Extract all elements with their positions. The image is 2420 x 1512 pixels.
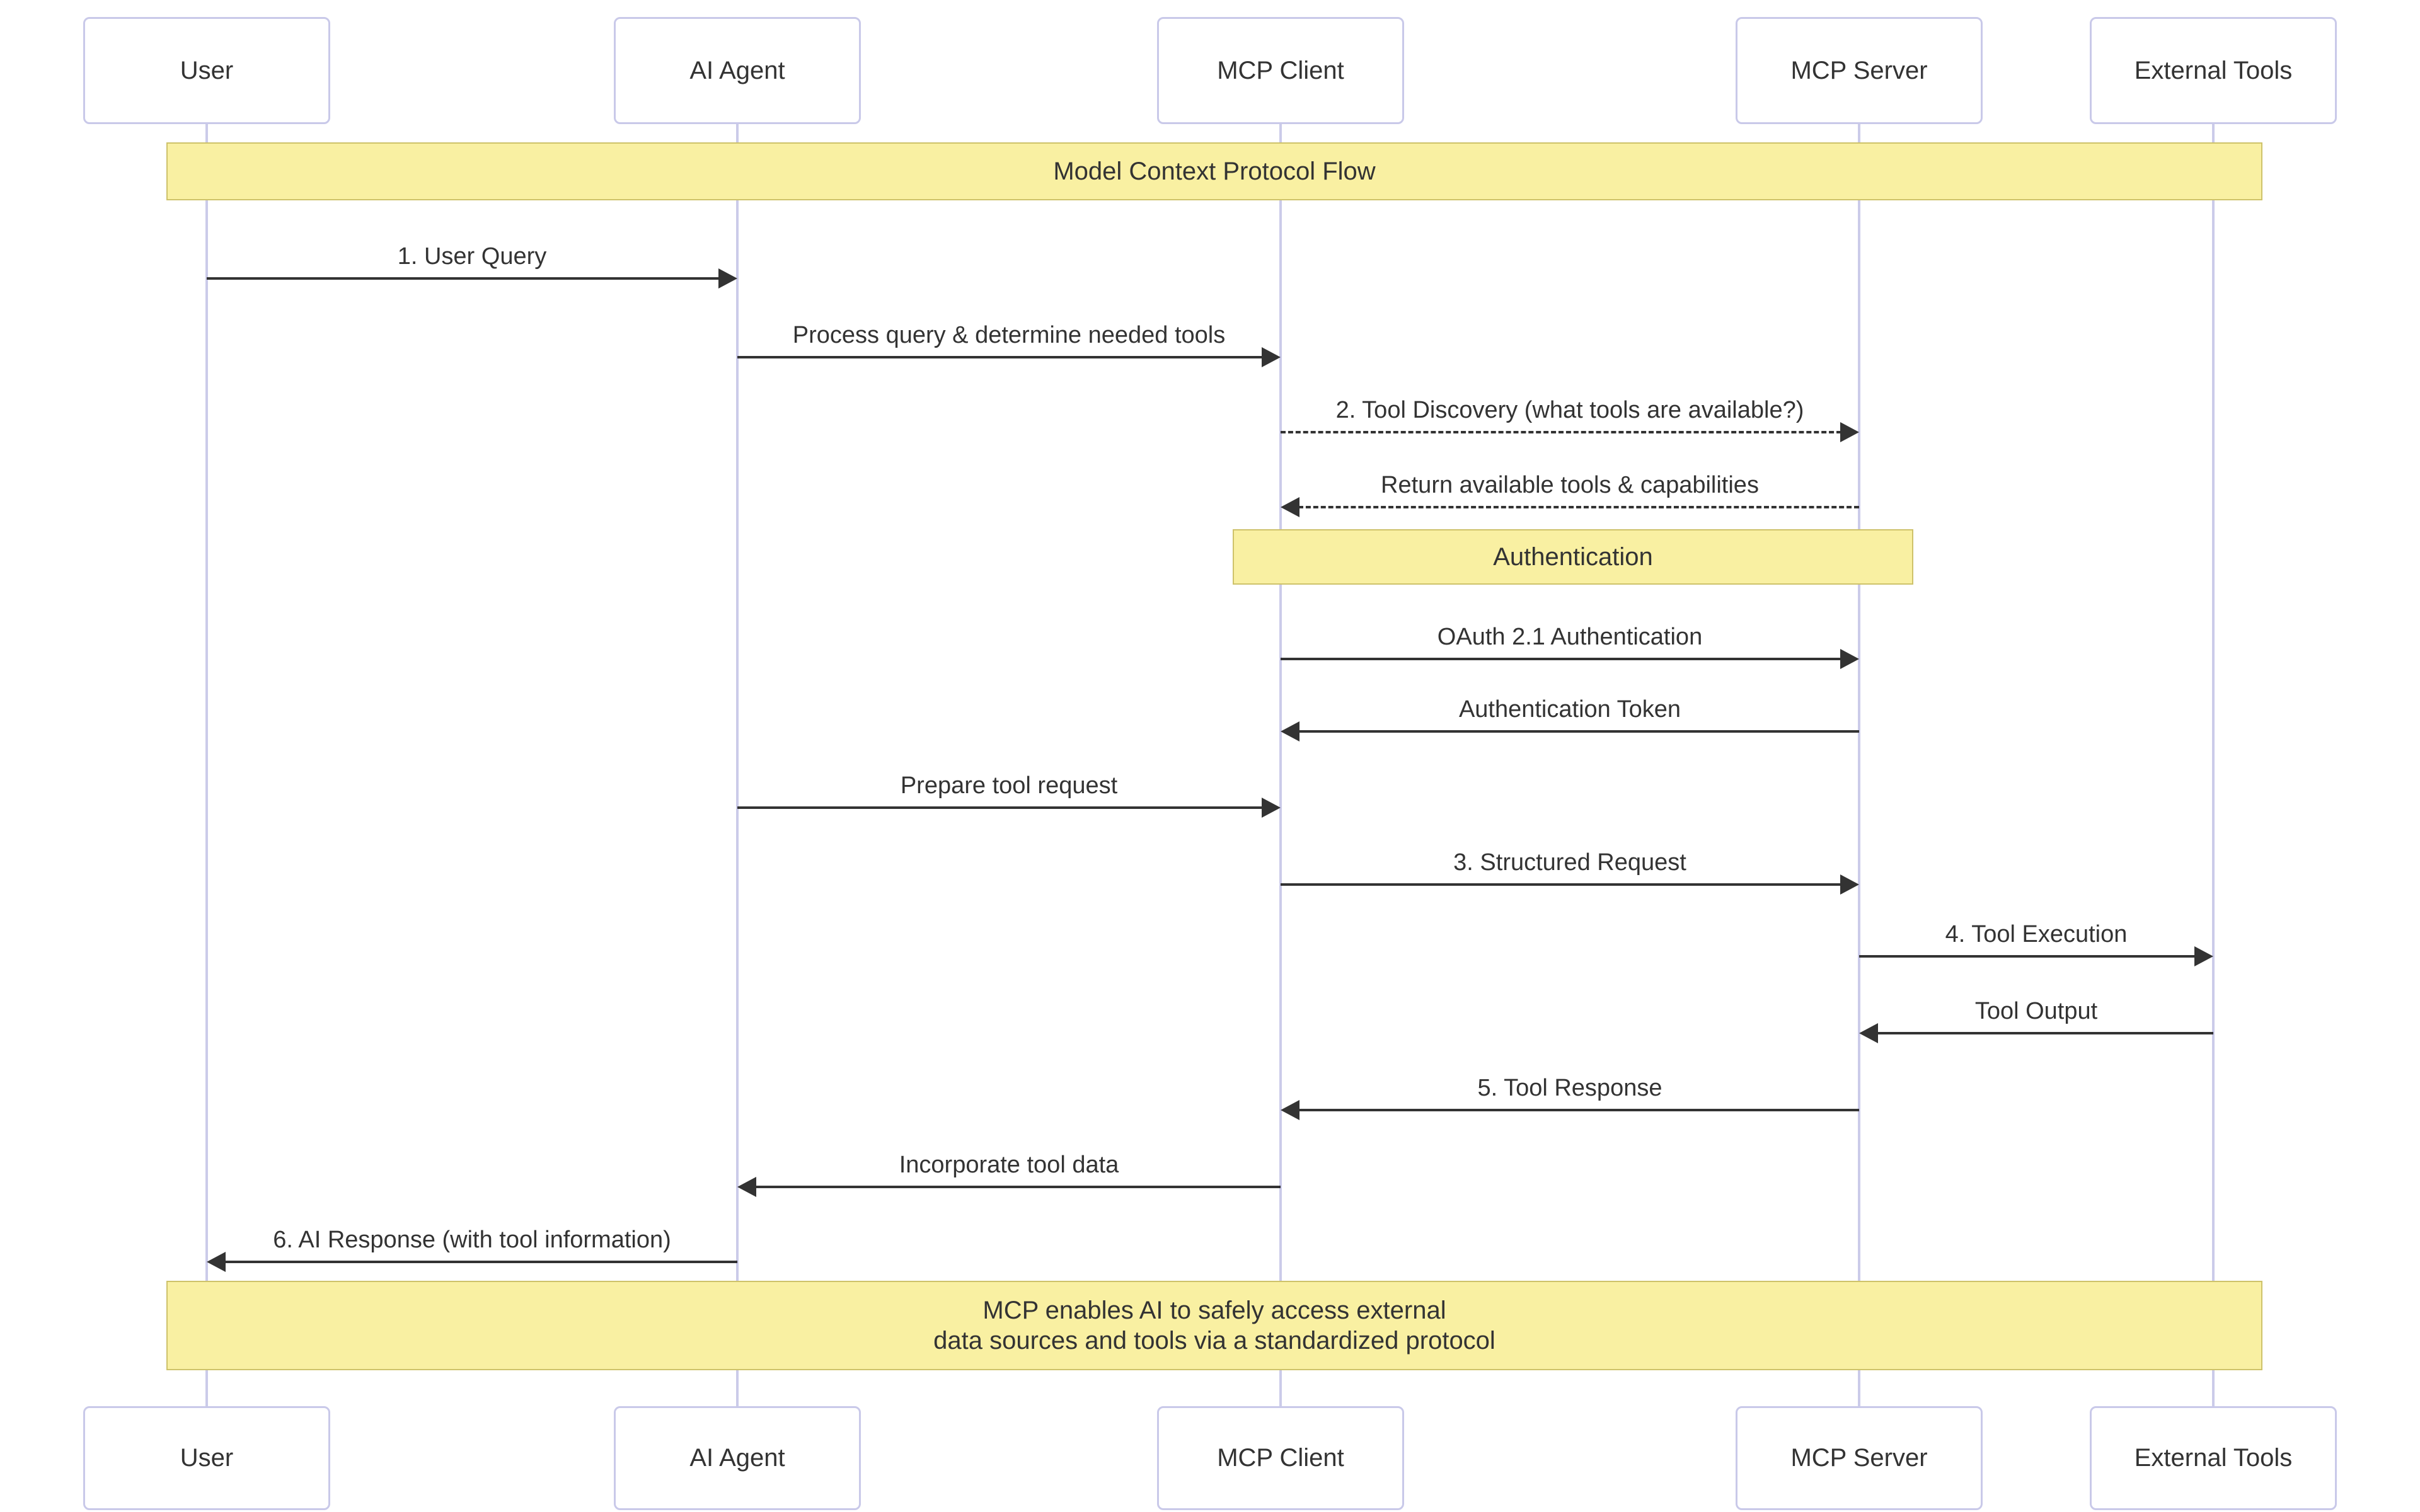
actor-label: External Tools <box>2134 1444 2293 1472</box>
note-text-line: Authentication <box>1493 543 1653 571</box>
message-line <box>1298 1109 1859 1111</box>
actor-label: MCP Server <box>1790 56 1928 84</box>
actor-label: AI Agent <box>689 1444 785 1472</box>
message-line <box>1298 730 1859 733</box>
message-line <box>1298 506 1859 508</box>
note-title: Model Context Protocol Flow <box>166 142 2262 200</box>
message-line <box>737 356 1263 358</box>
note-text-line: data sources and tools via a standardize… <box>933 1327 1495 1354</box>
message-label: Authentication Token <box>1458 696 1681 723</box>
message-label: 4. Tool Execution <box>1945 921 2128 948</box>
message-line <box>737 806 1263 809</box>
message-label: OAuth 2.1 Authentication <box>1437 624 1703 650</box>
message-arrowhead <box>1281 721 1299 742</box>
message-line <box>1281 658 1841 660</box>
message-label: 3. Structured Request <box>1453 849 1686 876</box>
message-line <box>224 1261 737 1263</box>
message-line <box>1281 883 1841 886</box>
lifeline-user <box>205 124 208 1406</box>
note-authentication: Authentication <box>1233 529 1913 585</box>
message-label: 1. User Query <box>397 243 547 270</box>
actor-label: MCP Client <box>1217 1444 1344 1472</box>
actor-top-box-user: User <box>83 17 330 124</box>
message-arrowhead <box>1859 1023 1878 1043</box>
message-arrowhead <box>1262 347 1281 367</box>
actor-bottom-box-ai_agent: AI Agent <box>614 1406 861 1510</box>
message-arrowhead <box>737 1177 756 1197</box>
message-label: 5. Tool Response <box>1477 1075 1662 1101</box>
actor-label: External Tools <box>2134 56 2293 84</box>
message-label: Prepare tool request <box>900 772 1118 799</box>
actor-top-box-mcp_client: MCP Client <box>1157 17 1404 124</box>
note-text-line: Model Context Protocol Flow <box>1053 158 1376 185</box>
message-line <box>1281 431 1841 433</box>
actor-top-box-mcp_server: MCP Server <box>1736 17 1983 124</box>
message-arrowhead <box>1262 798 1281 818</box>
note-text-line: MCP enables AI to safely access external <box>982 1297 1446 1324</box>
actor-bottom-box-mcp_client: MCP Client <box>1157 1406 1404 1510</box>
message-line <box>755 1186 1281 1188</box>
actor-label: User <box>180 56 234 84</box>
actor-label: MCP Server <box>1790 1444 1928 1472</box>
lifeline-external_tools <box>2212 124 2215 1406</box>
message-arrowhead <box>718 268 737 289</box>
lifeline-mcp_server <box>1858 124 1860 1406</box>
message-label: 6. AI Response (with tool information) <box>273 1227 671 1253</box>
message-label: 2. Tool Discovery (what tools are availa… <box>1335 397 1804 423</box>
message-arrowhead <box>1281 1100 1299 1120</box>
actor-bottom-box-external_tools: External Tools <box>2090 1406 2337 1510</box>
actor-top-box-external_tools: External Tools <box>2090 17 2337 124</box>
message-label: Return available tools & capabilities <box>1381 472 1759 498</box>
message-arrowhead <box>2194 946 2213 966</box>
message-label: Tool Output <box>1974 998 2098 1024</box>
actor-bottom-box-user: User <box>83 1406 330 1510</box>
actor-bottom-box-mcp_server: MCP Server <box>1736 1406 1983 1510</box>
message-line <box>207 277 720 280</box>
message-arrowhead <box>1840 422 1859 442</box>
message-label: Process query & determine needed tools <box>792 322 1226 348</box>
lifeline-ai_agent <box>736 124 739 1406</box>
actor-label: User <box>180 1444 234 1472</box>
note-footer: MCP enables AI to safely access external… <box>166 1281 2262 1370</box>
message-line <box>1877 1032 2213 1034</box>
lifeline-mcp_client <box>1279 124 1282 1406</box>
message-arrowhead <box>1840 649 1859 669</box>
actor-label: AI Agent <box>689 56 785 84</box>
message-arrowhead <box>207 1252 226 1272</box>
actor-top-box-ai_agent: AI Agent <box>614 17 861 124</box>
message-arrowhead <box>1281 497 1299 517</box>
message-arrowhead <box>1840 874 1859 895</box>
message-label: Incorporate tool data <box>899 1152 1119 1178</box>
message-line <box>1859 955 2196 958</box>
actor-label: MCP Client <box>1217 56 1344 84</box>
